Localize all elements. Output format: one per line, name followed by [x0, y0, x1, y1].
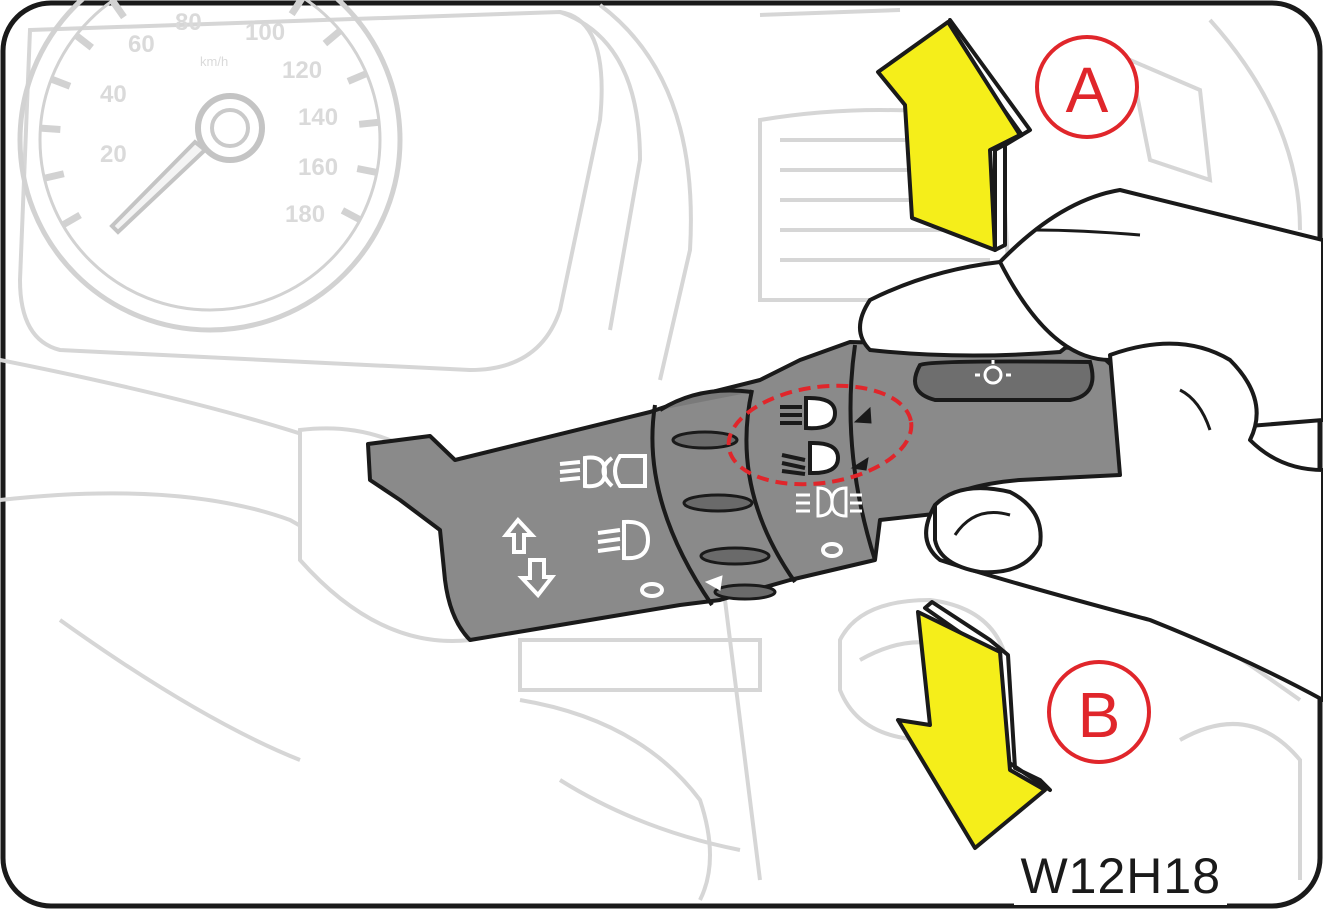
- figure-code: W12H18: [1014, 847, 1227, 905]
- gauge-pivot: [195, 93, 265, 163]
- ring-grooves: [671, 430, 777, 601]
- selector-triangle-icon: [853, 406, 872, 424]
- speedometer-tick: [346, 70, 368, 85]
- tick-label-60: 60: [128, 31, 155, 58]
- tick-label-40: 40: [100, 81, 127, 108]
- speedometer-tick: [50, 75, 72, 90]
- rear-fog-icon: [601, 454, 647, 488]
- speedometer-labels: 20 40 60 80 100 120 140 160 180 km/h: [100, 9, 338, 228]
- arrow-a-up: [876, 18, 1032, 252]
- arrow-b-down: [896, 600, 1052, 850]
- speedometer-tick: [322, 28, 343, 47]
- speedometer-tick: [40, 124, 61, 134]
- speedometer-tick: [358, 118, 380, 128]
- tick-label-20: 20: [100, 141, 127, 168]
- fog-light-icon: [597, 519, 651, 561]
- speedometer-tick: [73, 32, 94, 51]
- callout-b: B: [1047, 660, 1151, 764]
- tick-label-160: 160: [298, 154, 338, 181]
- low-beam-icon: [781, 440, 841, 476]
- tick-label-100: 100: [245, 19, 285, 46]
- high-beam-icon: [780, 395, 838, 431]
- off-position-icon: [640, 582, 664, 598]
- thumb: [933, 486, 1043, 575]
- tick-label-140: 140: [298, 104, 338, 131]
- light-switch-icon: [975, 360, 1011, 385]
- stalk-symbols: [501, 360, 1011, 599]
- pointer-triangle-icon: [704, 575, 723, 591]
- callout-b-label: B: [1078, 679, 1121, 751]
- down-arrow-icon: [896, 610, 1047, 850]
- speed-unit: km/h: [200, 54, 228, 69]
- speedometer: [17, 0, 403, 333]
- parking-light-icon: [796, 486, 862, 518]
- callout-a: A: [1035, 35, 1139, 139]
- ring-off-icon: [821, 542, 843, 558]
- speedometer-tick: [43, 170, 65, 182]
- speedometer-tick: [109, 0, 127, 20]
- beam-switch-highlight: [726, 383, 914, 487]
- tick-label-120: 120: [282, 57, 322, 84]
- speedometer-tick: [61, 211, 82, 229]
- callout-a-label: A: [1066, 54, 1109, 126]
- tick-label-180: 180: [285, 201, 325, 228]
- stalk-end-cap: [913, 359, 1095, 402]
- gauge-needle: [109, 139, 209, 235]
- turn-signal-icon: [501, 516, 557, 599]
- tick-label-80: 80: [175, 9, 202, 36]
- selector-triangle-lower-icon: [850, 456, 869, 471]
- speedometer-tick: [340, 207, 362, 223]
- driver-hand: [924, 188, 1323, 702]
- speedometer-tick: [356, 165, 378, 176]
- speedometer-tick: [288, 0, 306, 17]
- up-arrow-icon: [876, 20, 1022, 252]
